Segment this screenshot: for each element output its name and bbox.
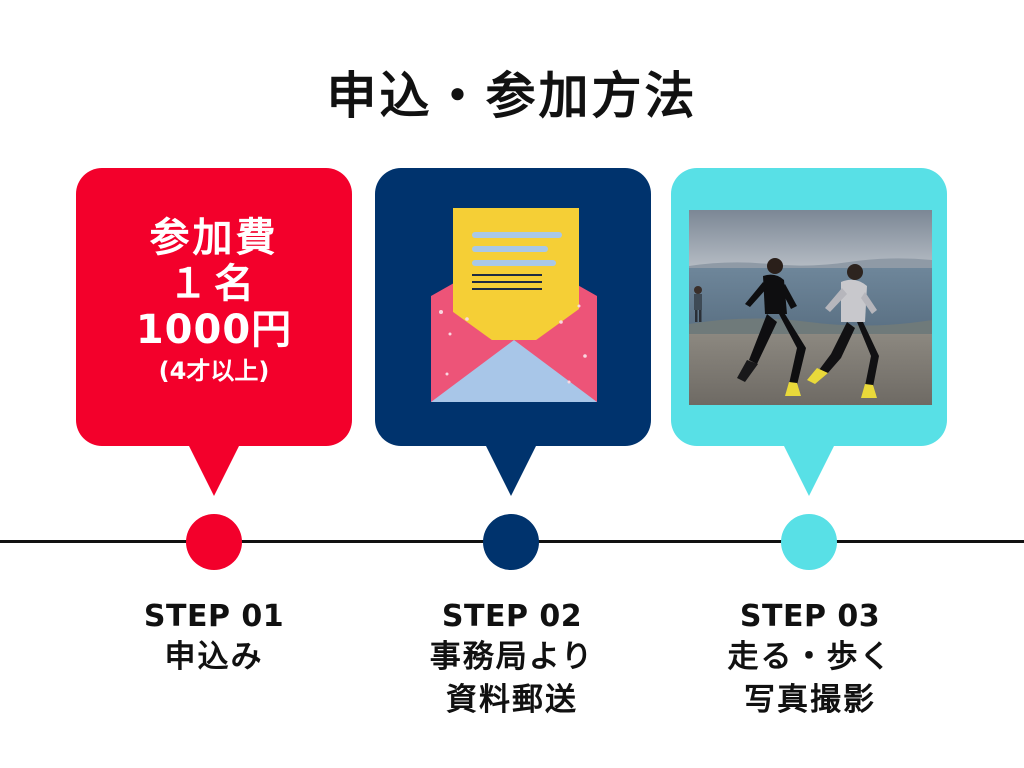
running-scene-illustration (689, 210, 932, 405)
runner-1 (737, 258, 806, 396)
step-2-description-line-2: 資料郵送 (446, 682, 578, 718)
lakeside-running-photo (689, 210, 932, 405)
step-3-label-block: STEP 03 走る・歩く 写真撮影 (670, 598, 950, 722)
step-3-dot (781, 514, 837, 570)
step-1-description: 申込み (164, 639, 264, 675)
activity-card (671, 168, 947, 446)
step-3-description-line-1: 走る・歩く (727, 639, 893, 675)
fee-person-count: １名 (168, 261, 260, 307)
runner-2 (807, 264, 879, 398)
step-2-description-line-1: 事務局より (429, 639, 595, 675)
child-figure (694, 286, 702, 322)
step-2-label-block: STEP 02 事務局より 資料郵送 (372, 598, 652, 722)
letter-paper (453, 208, 579, 340)
fee-amount: 1000円 (135, 307, 293, 353)
fee-card: 参加費 １名 1000円 (4才以上) (76, 168, 352, 446)
step-1-label-block: STEP 01 申込み (74, 598, 354, 679)
fee-label: 参加費 (149, 215, 279, 261)
step-2-dot (483, 514, 539, 570)
fee-text-block: 参加費 １名 1000円 (4才以上) (76, 214, 352, 386)
mail-card-pointer (485, 444, 537, 496)
step-3-description-line-2: 写真撮影 (744, 682, 876, 718)
step-3-title: STEP 03 (739, 599, 881, 634)
step-1-title: STEP 01 (143, 599, 285, 634)
fee-age-note: (4才以上) (158, 357, 270, 385)
envelope-speckles (439, 304, 587, 384)
page-title: 申込・参加方法 (326, 67, 698, 125)
activity-card-pointer (783, 444, 835, 496)
fee-card-pointer (188, 444, 240, 496)
mail-card (375, 168, 651, 446)
step-2-title: STEP 02 (441, 599, 583, 634)
envelope-front (431, 296, 597, 402)
step-1-dot (186, 514, 242, 570)
envelope-letter-icon (431, 208, 597, 402)
